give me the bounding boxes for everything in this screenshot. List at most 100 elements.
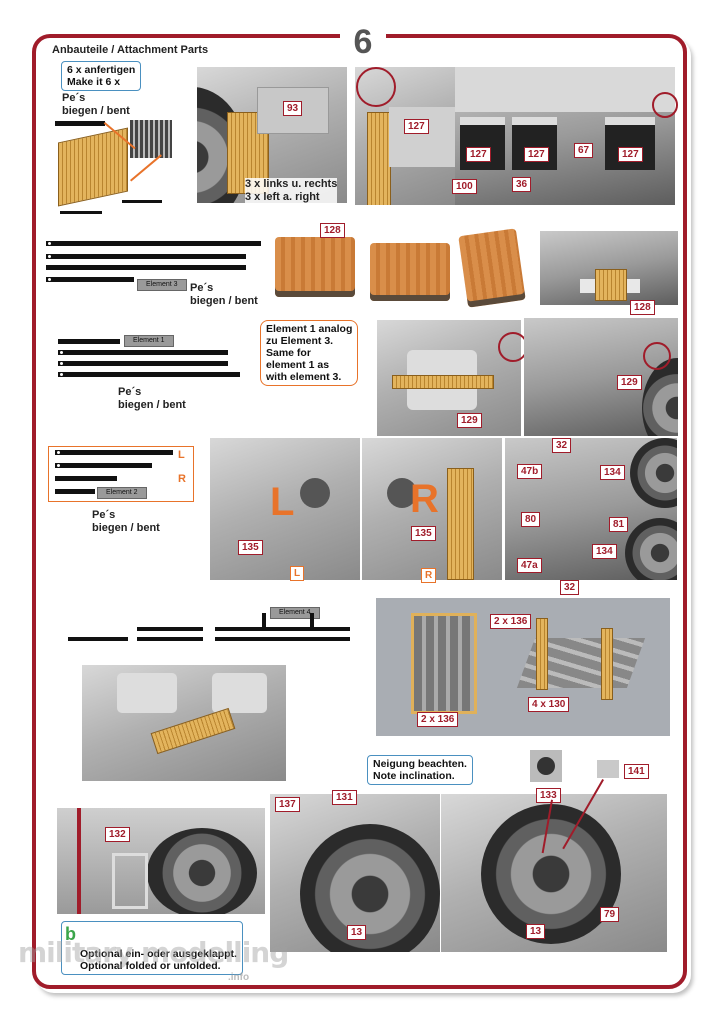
step-number: 6 — [340, 22, 386, 62]
photo-left-bracket — [210, 438, 360, 580]
part-137: 137 — [275, 797, 300, 812]
etch-strip — [46, 254, 246, 259]
part-47a: 47a — [517, 558, 542, 573]
part-127: 127 — [404, 119, 429, 134]
part-130-x4: 4 x 130 — [528, 697, 570, 712]
etch-strip — [58, 339, 120, 344]
part-100: 100 — [452, 179, 477, 194]
etch-strip — [55, 450, 173, 455]
element2-box — [48, 446, 194, 502]
part-80: 80 — [521, 512, 541, 527]
etch-bar-small — [122, 200, 162, 203]
highlight-circle — [643, 342, 671, 370]
etch-tab — [310, 613, 314, 627]
photo-right-bracket — [362, 438, 502, 580]
part-131: 131 — [332, 790, 357, 805]
optional-marker: b — [65, 924, 76, 944]
etch-strip — [46, 277, 134, 282]
part-135: 135 — [238, 540, 263, 555]
part-13: 13 — [526, 924, 546, 939]
etch-strip — [58, 350, 228, 355]
etch-strip — [55, 489, 95, 494]
part-79: 79 — [600, 907, 620, 922]
etch-bar-small-2 — [60, 211, 102, 214]
photo-rack-mounted — [524, 318, 678, 436]
element-2-label: Element 2 — [97, 487, 147, 499]
part-32: 32 — [560, 580, 580, 595]
right-tag: R — [421, 568, 437, 583]
part-141: 141 — [624, 764, 649, 779]
bend-text-3: Pe´s biegen / bent — [118, 386, 186, 411]
etch-strip — [46, 241, 261, 246]
part-81: 81 — [609, 517, 629, 532]
part-135: 135 — [411, 526, 436, 541]
part-47b: 47b — [517, 464, 543, 479]
photo-crate-mount — [540, 231, 678, 305]
part-128: 128 — [630, 300, 655, 315]
bend-text-1: Pe´s biegen / bent — [62, 92, 130, 117]
part-128: 128 — [320, 223, 345, 238]
etch-strip — [215, 637, 350, 641]
etch-strip — [55, 476, 117, 481]
part-67: 67 — [574, 143, 594, 158]
etch-strip — [137, 637, 203, 641]
photo-rack-129 — [377, 320, 521, 436]
etch-strip — [215, 627, 350, 631]
etch-strip — [137, 627, 203, 631]
left-marker: L — [178, 449, 185, 461]
part-36: 36 — [512, 177, 532, 192]
part-127: 127 — [618, 147, 643, 162]
part-127: 127 — [466, 147, 491, 162]
element-1-label: Element 1 — [124, 335, 174, 347]
crate-render-1 — [275, 237, 355, 297]
part-93: 93 — [283, 101, 303, 116]
grille-flat-part — [130, 120, 172, 158]
watermark: military modelling — [18, 936, 289, 969]
etch-strip — [58, 372, 240, 377]
etch-strip — [46, 265, 246, 270]
part-32: 32 — [552, 438, 572, 453]
right-letter: R — [410, 477, 439, 521]
element1-note-callout: Element 1 analog zu Element 3. Same for … — [260, 320, 359, 386]
watermark-sub: .info — [228, 972, 250, 983]
bend-text-4: Pe´s biegen / bent — [92, 509, 160, 534]
element-3-label: Element 3 — [137, 279, 187, 291]
make-six-callout: 6 x anfertigen Make it 6 x — [61, 61, 142, 91]
highlight-circle — [652, 92, 678, 118]
photo-step-ladder — [57, 808, 265, 914]
etch-tab — [262, 613, 266, 627]
right-marker: R — [178, 473, 186, 485]
part-127: 127 — [524, 147, 549, 162]
photo-jerrycan-mounted — [82, 665, 286, 781]
part-129: 129 — [457, 413, 482, 428]
part-132: 132 — [105, 827, 130, 842]
part-136-x2: 2 x 136 — [490, 614, 532, 629]
etch-strip — [58, 361, 228, 366]
photo-chassis-detail — [505, 438, 677, 580]
etch-strip — [68, 637, 128, 641]
part-134: 134 — [600, 465, 625, 480]
left-right-text: 3 x links u. rechts 3 x left a. right — [245, 178, 338, 204]
bracket-part — [597, 760, 619, 778]
inclination-callout: Neigung beachten. Note inclination. — [367, 755, 473, 785]
optional-text: Optional ein- oder ausgeklappt. Optional… — [80, 948, 237, 972]
highlight-circle — [356, 67, 396, 107]
left-letter: L — [270, 480, 295, 524]
part-136-x2: 2 x 136 — [417, 712, 459, 727]
photo-battery-boxes — [455, 67, 675, 205]
section-heading: Anbauteile / Attachment Parts — [52, 44, 209, 56]
photo-spare-wheel-front — [441, 794, 667, 952]
part-133: 133 — [536, 788, 561, 803]
left-tag: L — [290, 566, 305, 581]
part-134: 134 — [592, 544, 617, 559]
etch-strip — [55, 121, 105, 126]
part-129: 129 — [617, 375, 642, 390]
element-4-label: Element 4 — [270, 607, 320, 619]
wheel-hub-part — [530, 750, 562, 782]
bend-text-2: Pe´s biegen / bent — [190, 282, 258, 307]
part-13: 13 — [347, 925, 367, 940]
etch-strip — [55, 463, 152, 468]
crate-render-2 — [370, 243, 450, 301]
crate-render-3 — [458, 228, 526, 308]
optional-callout: b Optional ein- oder ausgeklappt. Option… — [61, 921, 243, 975]
